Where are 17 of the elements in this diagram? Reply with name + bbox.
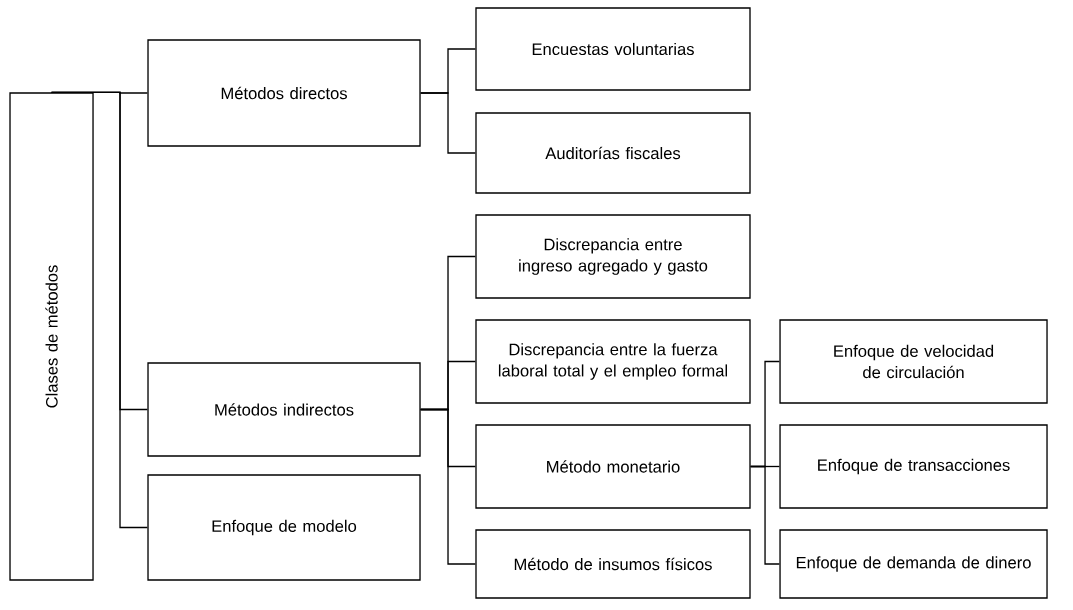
process-box: Método de insumos físicos — [475, 529, 751, 599]
process-box: Métodos directos — [147, 39, 421, 147]
process-box: Discrepancia entre ingreso agregado y gasto — [475, 214, 751, 299]
process-box: Clases de métodos — [9, 92, 94, 581]
process-box: Enfoque de transacciones — [779, 424, 1048, 509]
process-box: Métodos indirectos — [147, 362, 421, 457]
connector-line — [420, 408, 476, 565]
process-box: Encuestas voluntarias — [475, 7, 751, 91]
process-box: Enfoque de demanda de dinero — [779, 529, 1048, 599]
connector-line — [420, 92, 476, 154]
process-box: Discrepancia entre la fuerza laboral total y el empleo formal — [475, 319, 751, 404]
connector-line — [50, 91, 148, 529]
process-box: Método monetario — [475, 424, 751, 509]
connector-line — [750, 465, 781, 565]
process-box: Enfoque de velocidad de circulación — [779, 319, 1048, 404]
process-box: Auditorías fiscales — [475, 112, 751, 194]
process-box: Enfoque de modelo — [147, 474, 421, 581]
